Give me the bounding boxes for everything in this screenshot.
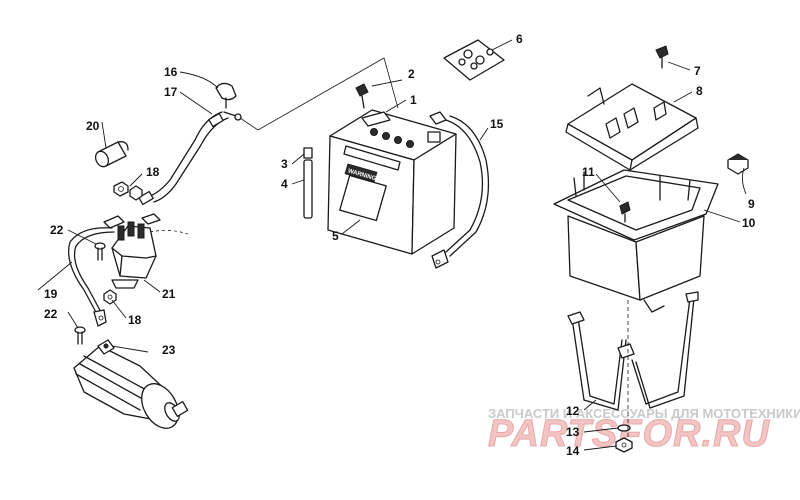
watermark-tagline: ЗАПЧАСТИ И АКСЕССУАРЫ ДЛЯ МОТОТЕХНИКИ bbox=[488, 406, 800, 421]
callout-22-lower: 22 bbox=[44, 307, 58, 321]
part-17-positive-cable bbox=[138, 111, 242, 206]
part-4-vent-tube bbox=[303, 159, 313, 219]
part-9-clip bbox=[727, 153, 749, 175]
part-23-starter-motor bbox=[73, 339, 189, 429]
part-10-battery-tray bbox=[553, 169, 719, 313]
callout-20: 20 bbox=[86, 119, 100, 133]
callout-15: 15 bbox=[490, 117, 504, 131]
callout-16: 16 bbox=[164, 65, 178, 79]
callout-11: 11 bbox=[582, 165, 595, 179]
watermark: ЗАПЧАСТИ И АКСЕССУАРЫ ДЛЯ МОТОТЕХНИКИ PA… bbox=[488, 406, 800, 456]
leader-lines bbox=[37, 39, 747, 451]
part-11-screw bbox=[619, 201, 631, 223]
part-18-nut-upper bbox=[113, 181, 143, 201]
callout-22-upper: 22 bbox=[50, 223, 64, 237]
callout-5: 5 bbox=[332, 229, 339, 243]
part-21-starter-solenoid bbox=[103, 213, 161, 289]
callout-23: 23 bbox=[162, 343, 176, 357]
part-16-terminal-cap bbox=[215, 82, 237, 109]
part-1-battery-terminals bbox=[361, 111, 441, 148]
callout-19: 19 bbox=[44, 287, 58, 301]
part-5-battery: WARNING bbox=[327, 109, 457, 255]
callout-14: 14 bbox=[566, 444, 580, 458]
part-14-nut bbox=[615, 437, 633, 453]
callout-6: 6 bbox=[516, 32, 523, 46]
callout-1: 1 bbox=[410, 93, 417, 107]
callout-18-lower: 18 bbox=[128, 313, 142, 327]
part-19-starter-cable bbox=[67, 227, 115, 327]
part-20-terminal-boot bbox=[94, 141, 129, 168]
callout-9: 9 bbox=[748, 197, 755, 211]
callout-12: 12 bbox=[566, 404, 580, 418]
callout-4: 4 bbox=[281, 177, 288, 191]
callout-labels: 1 2 3 4 5 6 7 8 9 10 11 12 13 14 15 16 1… bbox=[44, 32, 756, 458]
part-2-terminal-bolt bbox=[355, 83, 369, 109]
callout-2: 2 bbox=[408, 67, 415, 81]
part-7-screw bbox=[655, 45, 669, 69]
callout-8: 8 bbox=[696, 84, 703, 98]
part-22-bolt-lower bbox=[74, 326, 86, 345]
part-3-vent-fitting bbox=[303, 147, 313, 159]
callout-13: 13 bbox=[566, 425, 580, 439]
part-18-nut-lower bbox=[103, 289, 117, 305]
part-15-negative-cable bbox=[429, 111, 490, 269]
callout-3: 3 bbox=[281, 157, 288, 171]
callout-21: 21 bbox=[162, 287, 176, 301]
part-8-battery-bracket bbox=[565, 83, 699, 171]
callout-10: 10 bbox=[742, 216, 756, 230]
part-6-fastener-kit bbox=[443, 39, 505, 81]
part-12-retaining-strap bbox=[567, 291, 699, 411]
callout-7: 7 bbox=[694, 64, 701, 78]
part-22-bolt-upper bbox=[94, 242, 106, 261]
callout-17: 17 bbox=[164, 85, 178, 99]
callout-18-upper: 18 bbox=[146, 165, 160, 179]
